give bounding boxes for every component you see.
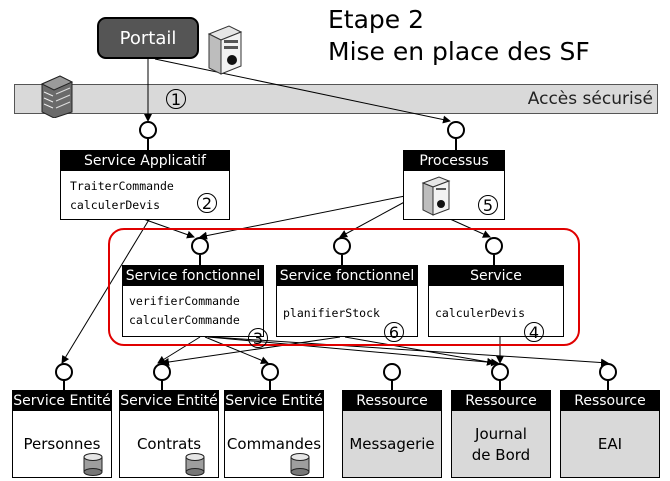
- ressource-header: Ressource: [561, 391, 659, 411]
- service-applicatif-op-1: TraiterCommande: [70, 179, 174, 193]
- service-entite-label: Commandes: [226, 435, 322, 453]
- step-badge-6: 6: [384, 322, 404, 342]
- ressource-header: Ressource: [452, 391, 550, 411]
- service-fonctionnel-1-op-1: verifierCommande: [129, 294, 240, 308]
- service-applicatif-op-2: calculerDevis: [70, 198, 161, 212]
- service-entite-header: Service Entité: [13, 391, 111, 411]
- secure-band-label: Accès sécurisé: [527, 89, 653, 109]
- database-icon: [83, 453, 103, 476]
- functional-services-frame: [108, 228, 580, 346]
- service-fonctionnel-3-op-1: calculerDevis: [435, 306, 526, 320]
- ressource-header: Ressource: [343, 391, 441, 411]
- service-fonctionnel-1-op-2: calculerCommande: [129, 313, 240, 327]
- ressource-eai: Ressource EAI: [560, 390, 660, 478]
- service-applicatif-header: Service Applicatif: [61, 151, 229, 171]
- secure-band: [14, 84, 658, 114]
- service-fonctionnel-2-op-1: planifierStock: [283, 306, 380, 320]
- database-icon: [290, 453, 310, 476]
- portail-box: Portail: [97, 17, 199, 59]
- service-fonctionnel-3-box: Service fonctionnel calculerDevis: [428, 265, 564, 337]
- diagram-title-line1: Etape 2: [328, 5, 425, 34]
- service-entite-contrats: Service Entité Contrats: [119, 390, 219, 478]
- ressource-label-line2: de Bord: [471, 446, 531, 464]
- service-fonctionnel-1-header: Service fonctionnel: [123, 266, 263, 286]
- ressource-journal-de-bord: Ressource Journal de Bord: [451, 390, 551, 478]
- processus-box: Processus: [403, 150, 505, 220]
- service-applicatif-box: Service Applicatif TraiterCommande calcu…: [60, 150, 230, 220]
- step-badge-2: 2: [197, 193, 217, 213]
- service-entite-header: Service Entité: [225, 391, 323, 411]
- ressource-messagerie: Ressource Messagerie: [342, 390, 442, 478]
- firewall-icon: [40, 75, 74, 118]
- server-icon: [207, 25, 243, 75]
- processus-header: Processus: [404, 151, 504, 171]
- service-entite-commandes: Service Entité Commandes: [224, 390, 324, 478]
- service-entite-header: Service Entité: [120, 391, 218, 411]
- service-fonctionnel-3-header: Service fonctionnel: [429, 266, 563, 304]
- server-icon: [421, 176, 451, 216]
- service-entite-label: Contrats: [136, 435, 202, 453]
- database-icon: [185, 453, 205, 476]
- portail-label: Portail: [119, 27, 177, 49]
- step-badge-4: 4: [524, 322, 544, 342]
- step-badge-1: 1: [166, 89, 186, 109]
- step-badge-3: 3: [248, 328, 268, 348]
- ressource-label: EAI: [597, 435, 623, 453]
- ressource-label-line1: Journal: [475, 425, 527, 443]
- service-entite-label: Personnes: [23, 435, 101, 453]
- service-fonctionnel-1-box: Service fonctionnel verifierCommande cal…: [122, 265, 264, 337]
- ressource-label: Messagerie: [349, 435, 435, 453]
- step-badge-5: 5: [478, 195, 498, 215]
- diagram-title-line2: Mise en place des SF: [328, 37, 590, 66]
- service-fonctionnel-2-header: Service fonctionnel: [277, 266, 417, 286]
